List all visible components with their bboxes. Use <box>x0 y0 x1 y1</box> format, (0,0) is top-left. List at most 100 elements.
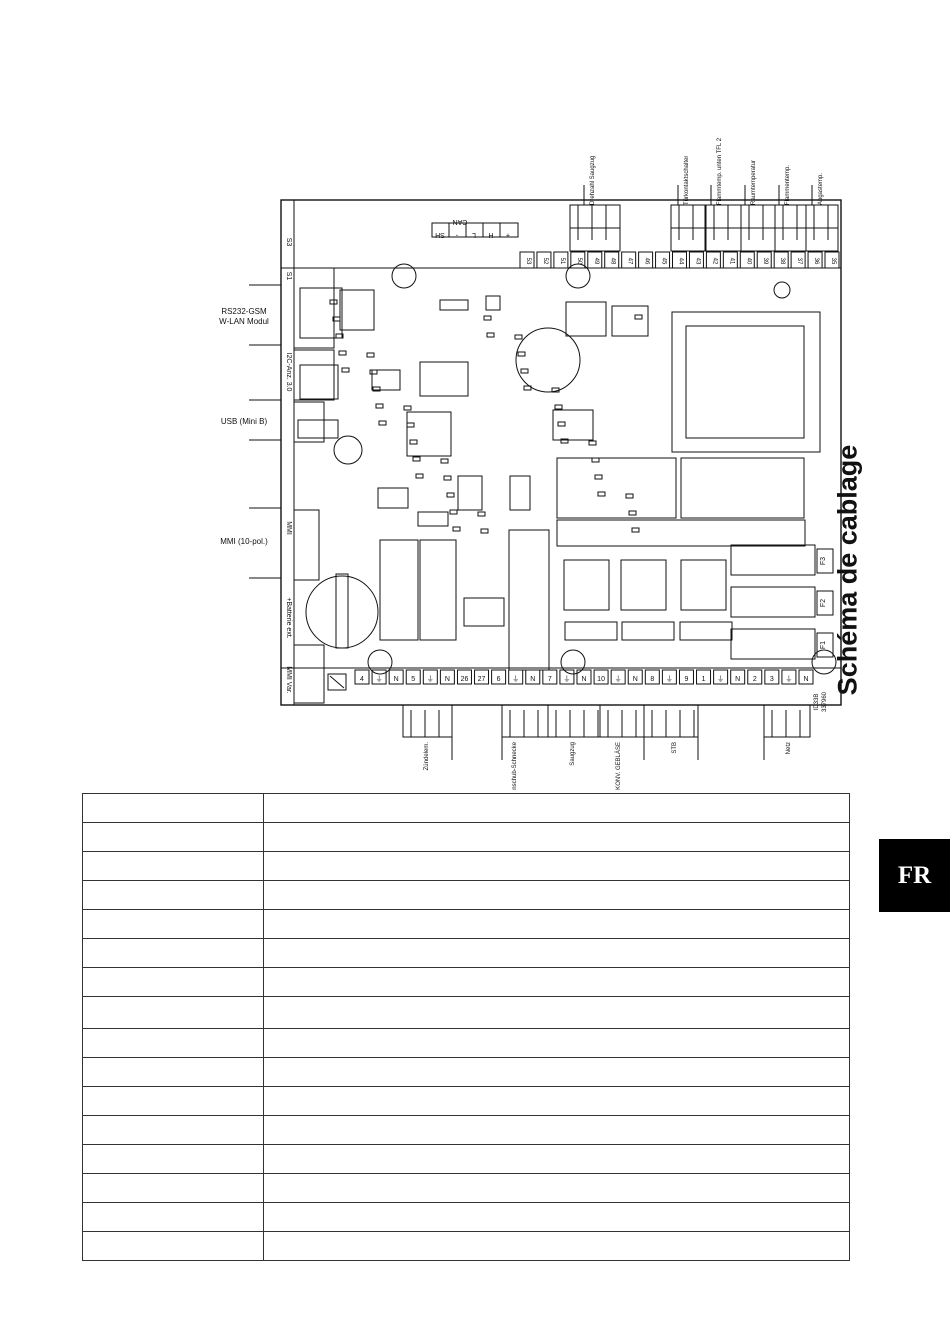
smd-component <box>551 387 560 393</box>
battery-clip <box>335 573 349 649</box>
relay <box>556 519 806 547</box>
top-connector-label: Abgastemp. <box>818 173 824 205</box>
top-terminal <box>773 251 789 269</box>
component <box>485 295 501 311</box>
side-connector <box>293 267 335 349</box>
smd-component <box>409 439 418 445</box>
legend-row <box>82 822 850 852</box>
smd-component <box>341 367 350 373</box>
legend-key-cell <box>82 1202 264 1232</box>
bottom-terminal-number: 5 <box>411 676 415 683</box>
legend-value-cell <box>263 1086 850 1116</box>
legend-value-cell <box>263 1115 850 1145</box>
legend-key-cell <box>82 1144 264 1174</box>
bottom-terminal-number: N <box>633 676 638 683</box>
smd-component <box>449 509 458 515</box>
legend-row <box>82 1144 850 1174</box>
bottom-terminal <box>610 669 626 685</box>
legend-value-cell <box>263 1028 850 1058</box>
smd-component <box>440 458 449 464</box>
bottom-terminal <box>781 669 797 685</box>
fuse-label-box <box>816 632 834 658</box>
bottom-terminal-number: ⏚ <box>427 675 434 683</box>
bottom-terminal <box>405 669 421 685</box>
language-tab: FR <box>879 839 950 912</box>
relay <box>680 559 727 611</box>
component <box>379 539 419 641</box>
relay <box>556 457 677 519</box>
component <box>621 621 675 641</box>
fuse-label-box <box>816 590 834 616</box>
legend-key-cell <box>82 909 264 939</box>
legend-table <box>82 793 850 1261</box>
smd-component <box>452 526 461 532</box>
capacitor <box>333 435 363 465</box>
component <box>509 475 531 511</box>
smd-component <box>634 314 643 320</box>
smd-component <box>486 332 495 338</box>
side-connector <box>293 349 335 401</box>
legend-value-cell <box>263 1202 850 1232</box>
smd-component <box>378 420 387 426</box>
bottom-terminal-number: 6 <box>497 676 501 683</box>
bottom-terminal-number: 8 <box>650 676 654 683</box>
bottom-terminal-number: N <box>735 676 740 683</box>
bottom-terminal-number: 26 <box>461 676 469 683</box>
legend-key-cell <box>82 1086 264 1116</box>
bottom-terminal-number: N <box>394 676 399 683</box>
top-connector-label: Türkontaktschalter <box>684 156 690 205</box>
legend-key-cell <box>82 1115 264 1145</box>
smd-component <box>625 493 634 499</box>
bottom-terminal <box>576 669 592 685</box>
bottom-terminal-number: 7 <box>548 676 552 683</box>
bottom-terminal <box>439 669 455 685</box>
top-terminal <box>790 251 806 269</box>
component <box>297 419 339 439</box>
bottom-terminal <box>696 669 712 685</box>
component <box>419 361 469 397</box>
bottom-terminal-number: ⏚ <box>376 675 383 683</box>
top-terminal-number: 45 <box>661 258 667 265</box>
smd-component <box>332 316 341 322</box>
board-side-label: S3 <box>285 238 292 247</box>
bottom-terminal-number: 3 <box>770 676 774 683</box>
smd-component <box>366 352 375 358</box>
top-terminal-number: 37 <box>796 258 802 265</box>
top-terminal <box>570 251 586 269</box>
top-terminal-number: 44 <box>678 258 684 265</box>
component <box>299 364 339 400</box>
relay <box>680 457 805 519</box>
legend-row <box>82 1086 850 1116</box>
smd-component <box>557 421 566 427</box>
top-terminal <box>536 251 552 269</box>
top-connector-label: Flammentemp. <box>785 165 791 205</box>
bottom-terminal <box>542 669 558 685</box>
component <box>299 287 343 339</box>
transformer <box>671 311 821 453</box>
bottom-terminal-number: 27 <box>478 676 486 683</box>
component <box>406 411 452 457</box>
fuse-block <box>730 544 816 576</box>
legend-row <box>82 1173 850 1203</box>
smd-component <box>560 438 569 444</box>
bottom-terminal <box>593 669 609 685</box>
bottom-terminal-number: ⏚ <box>717 675 724 683</box>
top-terminal <box>638 251 654 269</box>
fuse-label: F2 <box>820 599 827 607</box>
top-terminal-number: 38 <box>779 258 785 265</box>
bottom-terminal <box>474 669 490 685</box>
top-terminal <box>824 251 840 269</box>
bottom-terminal <box>388 669 404 685</box>
legend-row <box>82 967 850 997</box>
bottom-connector-label: STB <box>672 742 678 754</box>
legend-key-cell <box>82 996 264 1029</box>
ground-symbol <box>327 673 347 691</box>
top-terminal <box>672 251 687 269</box>
capacitor <box>515 327 581 393</box>
component <box>339 289 375 331</box>
can-header <box>431 222 519 238</box>
top-terminal <box>553 251 569 269</box>
bottom-terminal-number: ⏚ <box>666 675 673 683</box>
smd-component <box>477 511 486 517</box>
can-label: CAN <box>453 218 468 225</box>
